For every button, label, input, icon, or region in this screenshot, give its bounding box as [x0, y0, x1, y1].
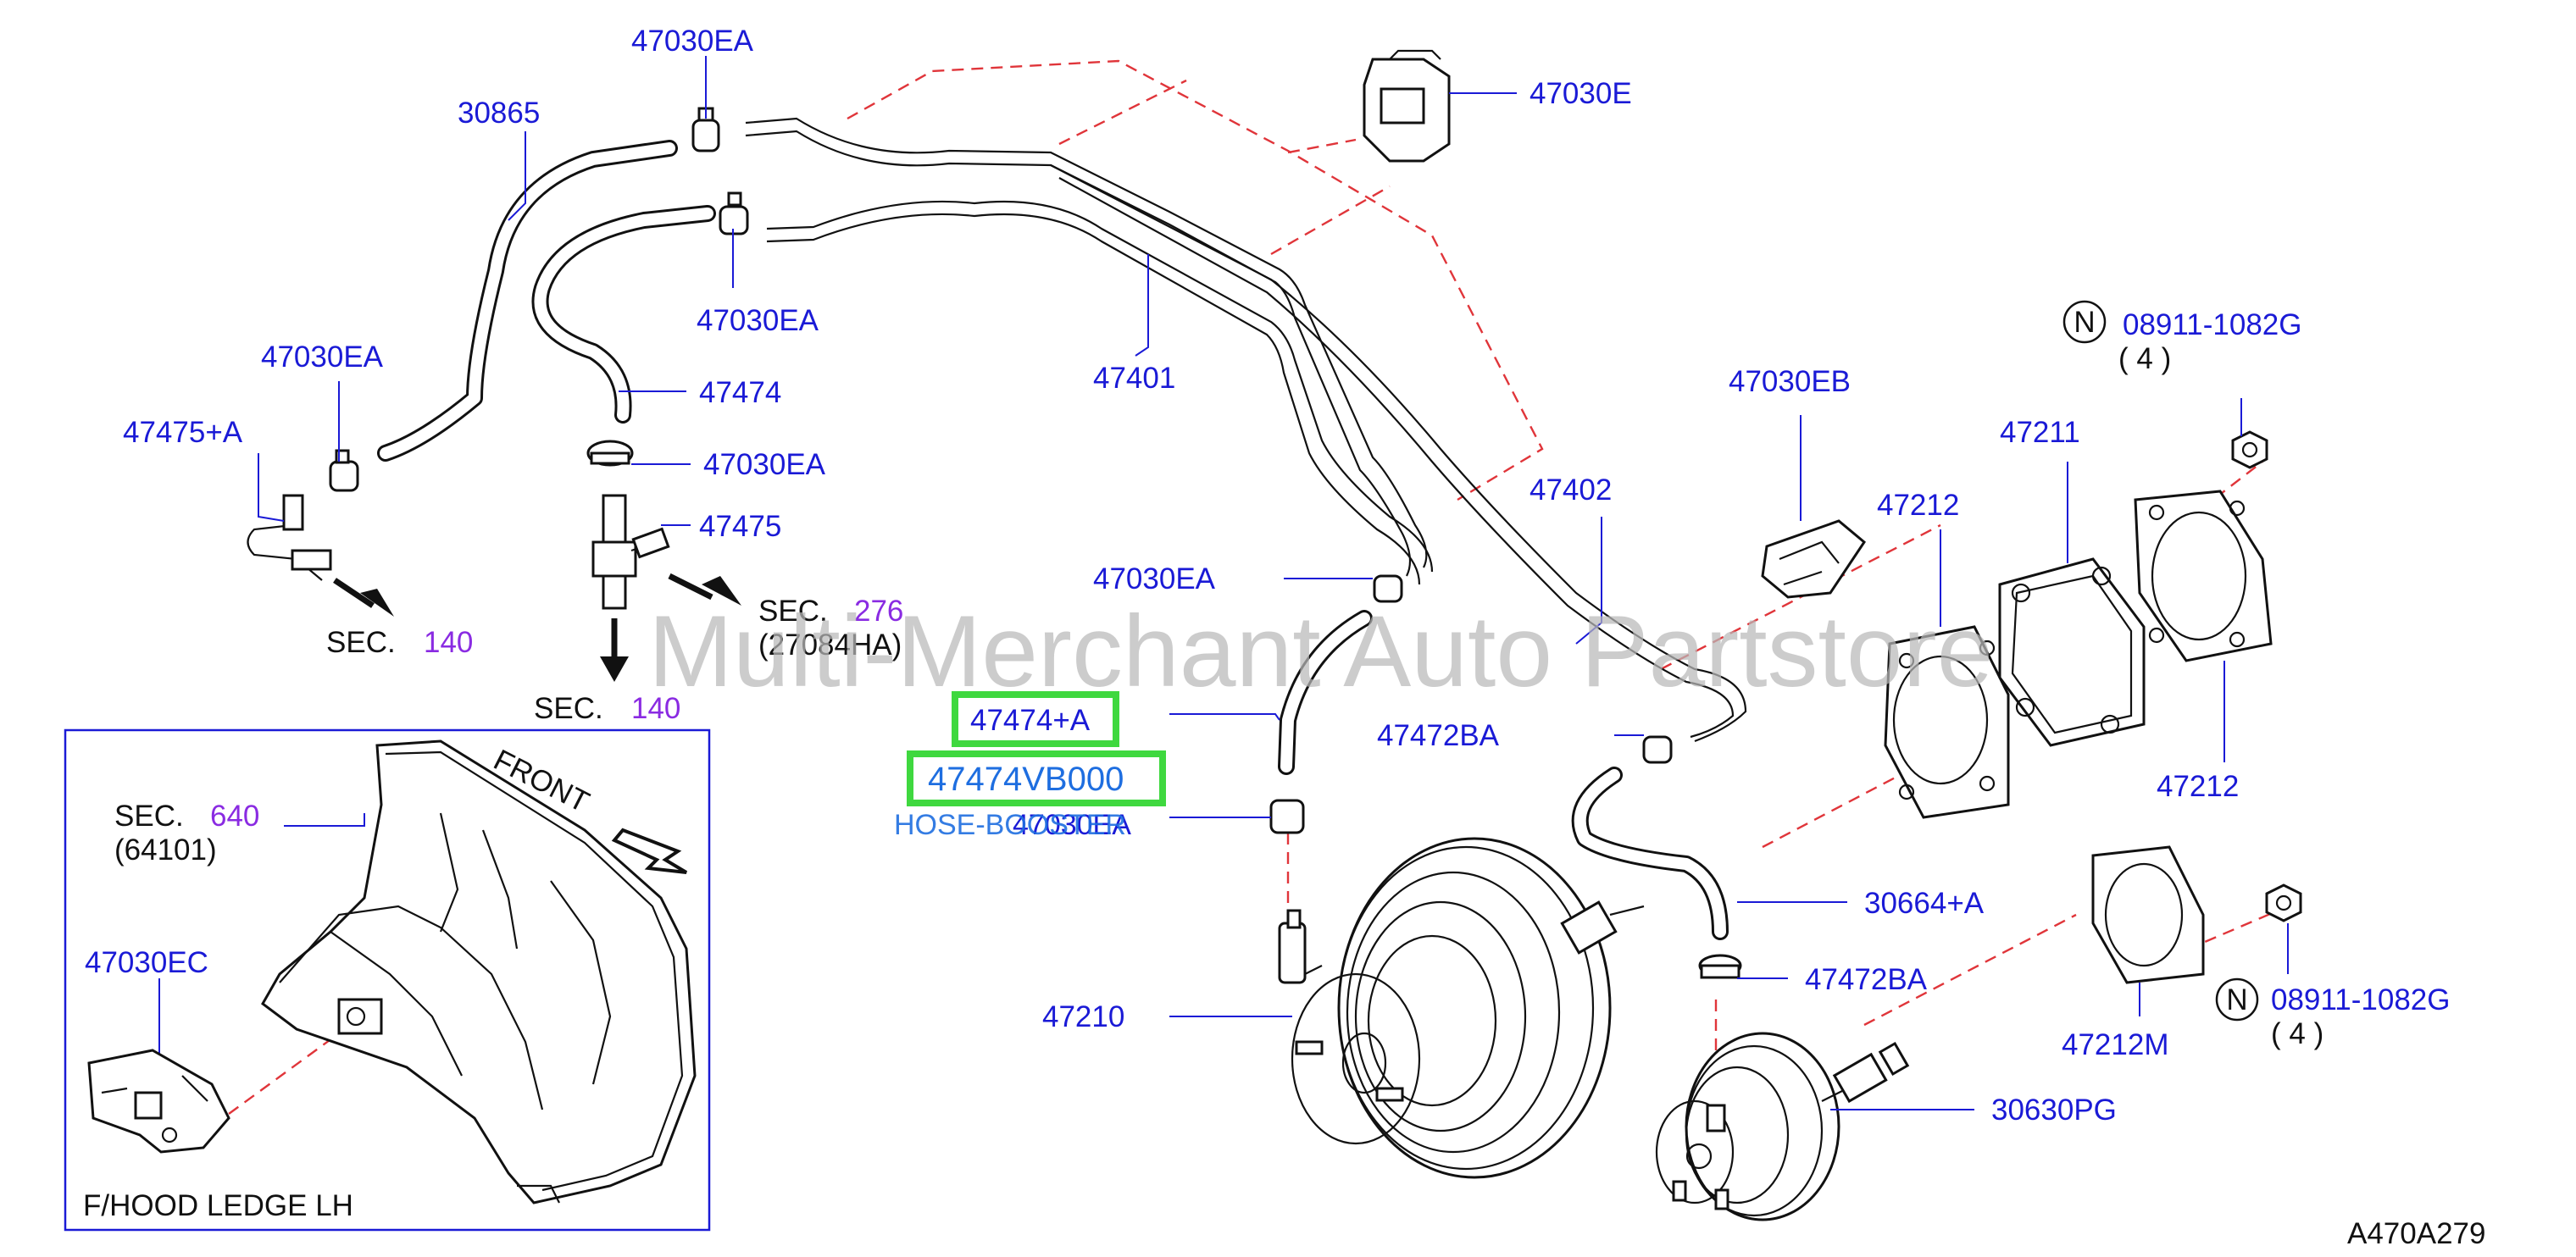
bracket-47030E-icon — [1363, 49, 1451, 163]
sec-prefix: SEC. — [534, 692, 603, 725]
inset-caption: F/HOOD LEDGE LH — [83, 1189, 353, 1222]
vacuum-lines — [377, 117, 1747, 940]
brake-booster-47210-icon — [1278, 837, 1645, 1179]
highlighted-part-description: HOSE-BOOSTER — [894, 809, 1126, 841]
highlighted-part-number[interactable]: 47474VB000 — [928, 761, 1124, 798]
highlight-box-number — [907, 750, 1166, 806]
part-label-47030EC[interactable]: 47030EC — [85, 946, 208, 979]
n-mark-2: N — [2215, 977, 2259, 1022]
part-label-47475A[interactable]: 47475+A — [123, 416, 243, 449]
inset-border — [64, 728, 711, 1232]
part-label-47030EA[interactable]: 47030EA — [261, 341, 384, 374]
nut-icon-1 — [2231, 430, 2268, 469]
gasket-47212b-icon — [2134, 490, 2273, 662]
part-label-47472BA[interactable]: 47472BA — [1377, 719, 1500, 752]
sec-prefix: SEC. — [114, 800, 184, 833]
clamp-icon-4 — [586, 440, 634, 467]
n-mark-text: N — [2074, 306, 2095, 339]
clamp-icon-2 — [719, 191, 749, 235]
sec-prefix: SEC. — [758, 595, 828, 628]
sec-subref: (27084HA) — [758, 628, 902, 662]
part-label-47212[interactable]: 47212 — [2157, 770, 2239, 803]
leader-lines — [158, 56, 2289, 1110]
clamp-icon-7 — [1698, 954, 1742, 979]
gasket-47212M-icon — [2091, 845, 2205, 984]
part-label-47211[interactable]: 47211 — [2000, 416, 2080, 449]
sec-number[interactable]: 276 — [854, 595, 903, 628]
part-label-47210[interactable]: 47210 — [1042, 1000, 1124, 1033]
part-label-47212[interactable]: 47212 — [1877, 489, 1959, 522]
part-label-47472BA[interactable]: 47472BA — [1805, 963, 1928, 996]
highlighted-part-label[interactable]: 47474+A — [970, 704, 1091, 737]
section-arrows — [333, 573, 741, 682]
section-ref-640[interactable]: SEC. 640 (64101) — [114, 800, 259, 867]
part-shapes — [247, 49, 2302, 1221]
part-label-08911-1082G[interactable]: 08911-1082G — [2123, 308, 2301, 341]
inset-panel — [64, 728, 711, 1232]
sec-prefix: SEC. — [326, 626, 396, 659]
part-label-47030EA[interactable]: 47030EA — [703, 448, 826, 481]
watermark: Multi-Merchant Auto Partstore — [648, 595, 1993, 708]
diagram-code: A470A279 — [2347, 1217, 2485, 1250]
clamp-icon-5 — [1373, 574, 1403, 603]
section-ref-140-left[interactable]: SEC. 140 — [326, 626, 473, 659]
nut-icon-2 — [2265, 883, 2302, 922]
part-label-47475[interactable]: 47475 — [699, 510, 781, 543]
hood-ledge-icon — [261, 739, 697, 1204]
part-label-30664A[interactable]: 30664+A — [1864, 887, 1985, 920]
part-label-30630PG[interactable]: 30630PG — [1991, 1094, 2117, 1127]
gasket-47212-icon — [1884, 625, 2010, 819]
highlighted-part[interactable]: 47474+A 47474VB000 47030EA HOSE-BOOSTER — [894, 691, 1166, 841]
n-mark-1: N — [2062, 300, 2107, 344]
front-arrow-icon — [611, 828, 688, 874]
clamp-icon-8 — [1269, 799, 1305, 834]
part-label-47474[interactable]: 47474 — [699, 376, 781, 409]
part-label-47030EA[interactable]: 47030EA — [697, 304, 819, 337]
part-label-47030EA[interactable]: 47030EA — [1093, 562, 1216, 595]
sec-number[interactable]: 140 — [631, 692, 680, 725]
clamp-icon-1 — [691, 107, 720, 152]
part-label-47030E[interactable]: 47030E — [1530, 77, 1632, 110]
n-mark-text: N — [2226, 983, 2247, 1016]
sec-number[interactable]: 640 — [210, 800, 259, 833]
check-valve-47475A-icon — [247, 494, 332, 581]
part-label-30865[interactable]: 30865 — [458, 97, 540, 130]
clamp-icon-3 — [329, 449, 359, 492]
highlight-box-part — [952, 691, 1119, 747]
quantity-label: ( 4 ) — [2271, 1017, 2323, 1050]
section-references[interactable]: SEC. 140 SEC. 276 (27084HA) SEC. 140 SEC… — [114, 595, 903, 867]
section-ref-276[interactable]: SEC. 276 (27084HA) — [758, 595, 903, 662]
booster-30630PG-icon — [1655, 1032, 1910, 1221]
part-labels[interactable]: 47030EA 30865 47030E 47030EA 47030EA 474… — [85, 25, 2450, 1127]
part-label-47030EB[interactable]: 47030EB — [1729, 365, 1851, 398]
plate-47211-icon — [1998, 557, 2146, 747]
part-label-08911-1082G[interactable]: 08911-1082G — [2271, 983, 2450, 1016]
part-label-47212M[interactable]: 47212M — [2062, 1028, 2168, 1061]
sec-subref: (64101) — [114, 833, 217, 867]
overlap-part-label[interactable]: 47030EA — [1013, 809, 1131, 841]
clip-47030EC-icon — [87, 1049, 230, 1154]
quantity-label: ( 4 ) — [2118, 342, 2171, 375]
part-label-47030EA[interactable]: 47030EA — [631, 25, 754, 58]
clamp-icon-6 — [1642, 735, 1673, 764]
part-label-47402[interactable]: 47402 — [1530, 473, 1612, 507]
section-ref-140-center[interactable]: SEC. 140 — [534, 692, 680, 725]
clip-47030EB-icon — [1761, 519, 1866, 599]
part-label-47401[interactable]: 47401 — [1093, 362, 1175, 395]
tee-valve-47475-icon — [591, 494, 670, 610]
sec-number[interactable]: 140 — [424, 626, 473, 659]
